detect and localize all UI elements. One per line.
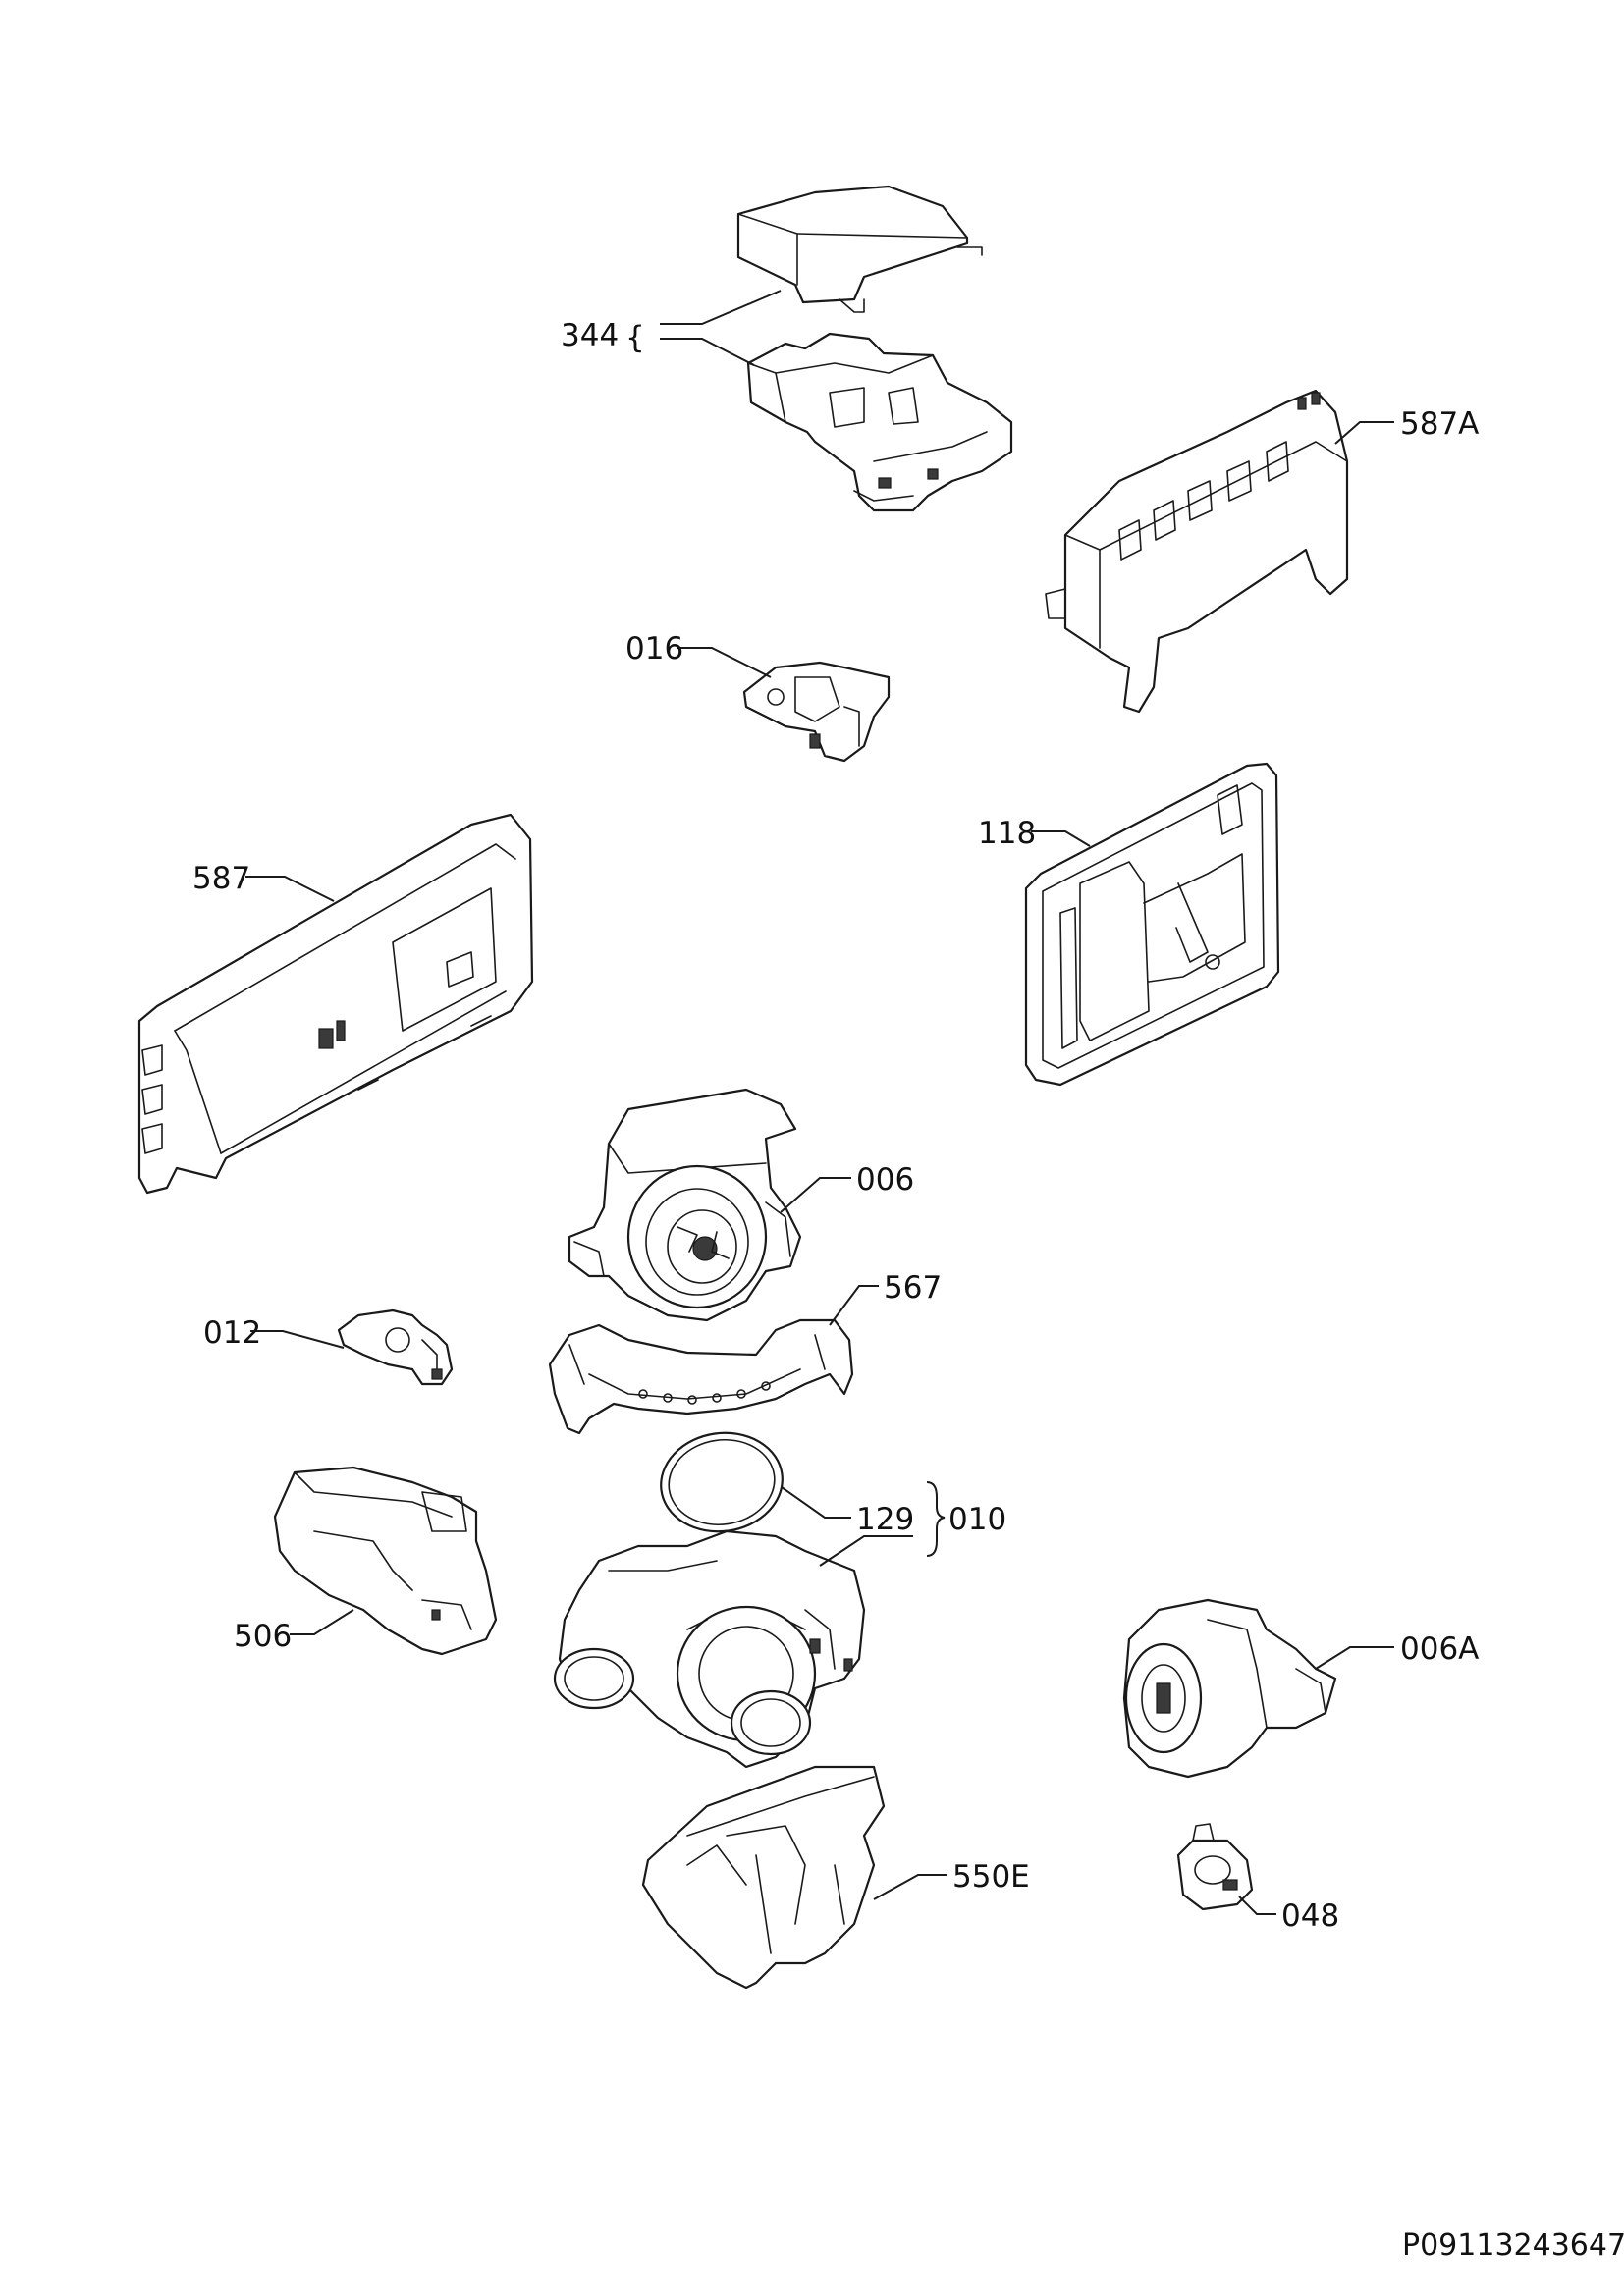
part-016-switch <box>742 661 891 763</box>
label-344-brace: { <box>625 320 645 355</box>
label-587a: 587A <box>1400 406 1479 442</box>
part-006-circulation-pump <box>568 1088 802 1322</box>
leader-006a <box>1315 1646 1394 1670</box>
leader-550e <box>873 1874 947 1900</box>
part-567-bracket <box>548 1318 854 1435</box>
leader-lines <box>245 290 1394 1915</box>
label-344: 344 <box>561 318 619 353</box>
part-550e-cover <box>641 1765 886 1990</box>
label-587: 587 <box>192 861 250 896</box>
label-006: 006 <box>856 1162 914 1198</box>
leader-587 <box>245 876 335 902</box>
label-118: 118 <box>978 816 1036 851</box>
label-129: 129 <box>856 1502 914 1537</box>
label-010: 010 <box>948 1502 1006 1537</box>
part-506-diverter <box>273 1466 498 1656</box>
label-567: 567 <box>884 1270 942 1306</box>
part-006a-drain-pump <box>1122 1598 1337 1779</box>
label-550e: 550E <box>952 1859 1030 1895</box>
part-129-gasket-ring <box>660 1431 784 1533</box>
leader-006 <box>780 1177 851 1213</box>
part-012-sensor <box>337 1308 454 1386</box>
part-587a-control-module <box>1045 389 1349 714</box>
leader-344-cover <box>660 290 782 325</box>
part-344-cover <box>736 185 983 313</box>
label-506: 506 <box>234 1619 292 1654</box>
label-006a: 006A <box>1400 1631 1479 1667</box>
part-010-pump-housing <box>553 1529 866 1769</box>
leader-016 <box>677 647 772 678</box>
leader-048 <box>1238 1896 1276 1915</box>
leader-567 <box>829 1285 879 1326</box>
part-048-sensor <box>1176 1823 1254 1911</box>
brace-010 <box>926 1481 946 1557</box>
leader-118 <box>1031 830 1091 847</box>
leader-587a <box>1334 421 1394 445</box>
leader-506 <box>290 1609 354 1635</box>
document-id: P09113243647 <box>1402 2228 1624 2263</box>
leader-129 <box>781 1486 851 1519</box>
leader-344-lock <box>660 338 755 366</box>
label-016: 016 <box>625 631 683 667</box>
part-344-lock-module <box>746 332 1013 512</box>
label-012: 012 <box>203 1315 261 1351</box>
part-118-dispenser <box>1024 762 1280 1087</box>
part-587-main-board <box>137 813 534 1195</box>
label-048: 048 <box>1281 1898 1339 1934</box>
leader-010 <box>819 1535 913 1567</box>
leader-012 <box>250 1330 345 1349</box>
part-labels: 344 { 587A 016 118 587 006 567 012 129 0… <box>192 318 1479 1934</box>
